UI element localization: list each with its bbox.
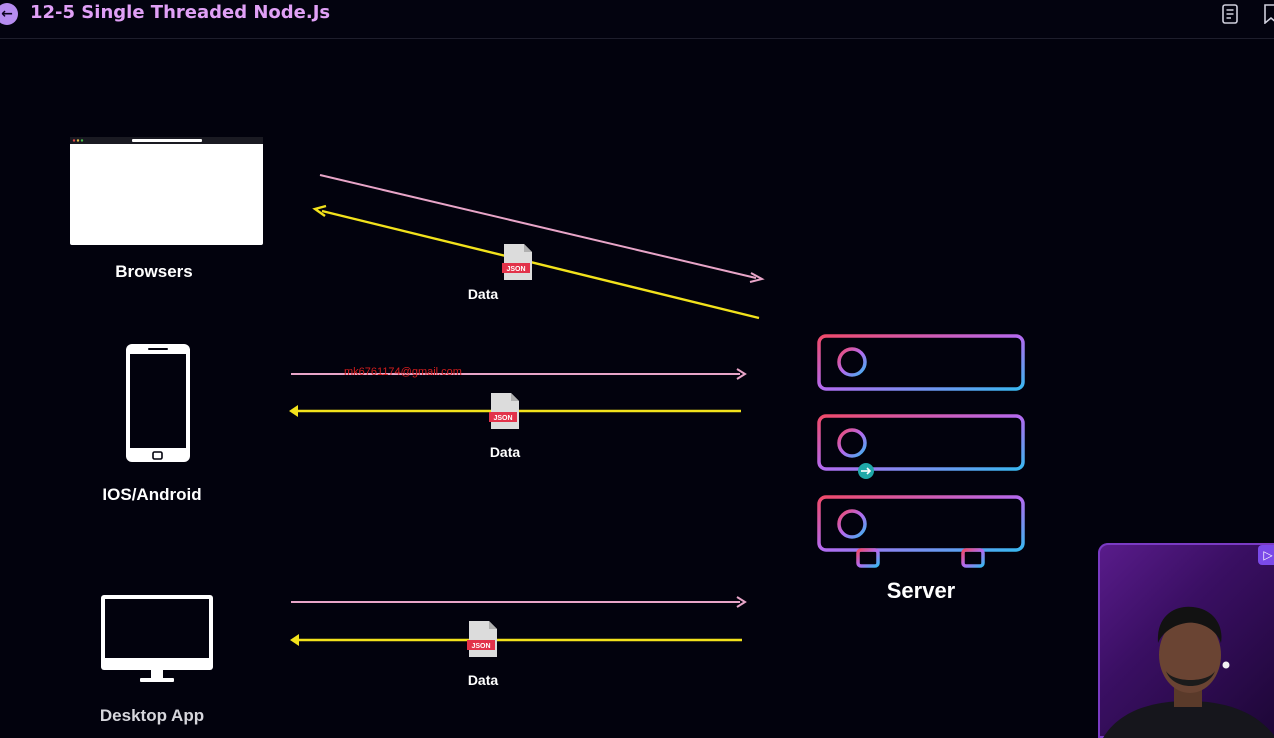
diagram-stage: JSON JSON JSON bbox=[0, 40, 1274, 735]
back-arrow-icon[interactable]: ← bbox=[0, 3, 18, 25]
json-file-icon: JSON bbox=[502, 244, 532, 280]
client-label-browsers: Browsers bbox=[115, 262, 193, 281]
svg-text:JSON: JSON bbox=[493, 415, 512, 422]
browser-window-icon bbox=[70, 137, 263, 245]
monitor-icon bbox=[101, 595, 213, 682]
server-rack-icon bbox=[817, 334, 1025, 568]
data-label: Data bbox=[467, 286, 499, 302]
diagram-canvas: JSON JSON JSON bbox=[70, 137, 1025, 682]
json-file-icon: JSON bbox=[489, 393, 519, 429]
svg-text:JSON: JSON bbox=[506, 266, 525, 273]
bookmark-icon[interactable] bbox=[1263, 4, 1274, 24]
data-label: Data bbox=[489, 444, 521, 460]
desktop-request-arrow bbox=[291, 596, 747, 608]
lesson-title: 12-5 Single Threaded Node.Js bbox=[30, 2, 331, 23]
mobile-request-arrow bbox=[291, 368, 747, 380]
document-icon[interactable] bbox=[1221, 4, 1239, 24]
client-label-mobile: IOS/Android bbox=[102, 485, 202, 504]
smartphone-icon bbox=[126, 344, 190, 462]
browser-response-arrow bbox=[312, 204, 760, 320]
expand-icon[interactable]: ▷ bbox=[1258, 545, 1274, 565]
client-label-desktop: Desktop App bbox=[99, 706, 205, 725]
webcam-overlay: ▷ bbox=[1098, 543, 1274, 738]
browser-request-arrow bbox=[319, 174, 765, 283]
email-watermark: mk6761174@gmail.com bbox=[344, 366, 462, 378]
svg-text:JSON: JSON bbox=[471, 643, 490, 650]
data-label: Data bbox=[467, 672, 499, 688]
presenter-avatar bbox=[1103, 606, 1274, 738]
top-bar: ← 12-5 Single Threaded Node.Js bbox=[0, 0, 1274, 39]
desktop-response-arrow bbox=[290, 634, 742, 646]
server-label: Server bbox=[886, 578, 956, 603]
cursor-pointer-icon bbox=[858, 463, 874, 479]
json-file-icon: JSON bbox=[467, 621, 497, 657]
